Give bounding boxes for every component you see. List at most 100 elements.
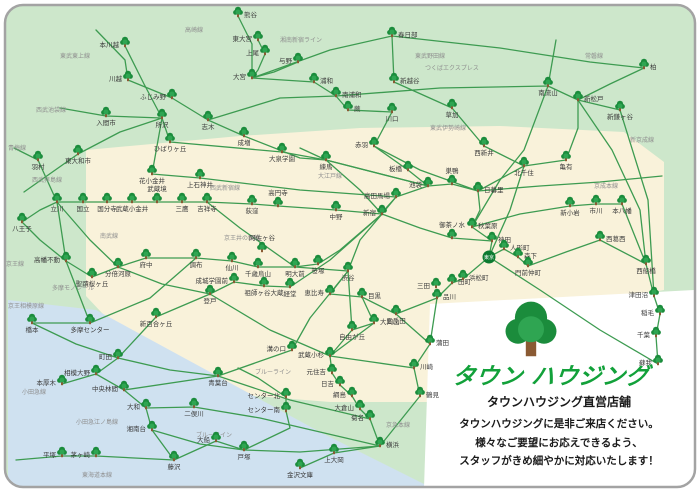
station[interactable]: 目黒 bbox=[357, 287, 382, 300]
station[interactable]: センター北 bbox=[248, 387, 291, 400]
station[interactable]: 東大宮 bbox=[233, 30, 263, 43]
station[interactable]: 元住吉 bbox=[307, 363, 337, 376]
station[interactable]: 池袋 bbox=[409, 176, 433, 189]
station[interactable]: 町田 bbox=[99, 348, 123, 361]
station[interactable]: 上石神井 bbox=[187, 168, 214, 189]
station[interactable]: 中野 bbox=[330, 200, 344, 221]
station[interactable]: 大船 bbox=[197, 431, 221, 444]
station[interactable]: 国立 bbox=[77, 192, 91, 213]
station[interactable]: 武蔵境 bbox=[147, 184, 167, 204]
station[interactable]: 新小岩 bbox=[560, 196, 580, 217]
station[interactable]: 上大岡 bbox=[324, 443, 344, 464]
station[interactable]: 春日部 bbox=[387, 26, 418, 39]
station[interactable]: 三鷹 bbox=[176, 192, 190, 213]
station[interactable]: 南浦和 bbox=[331, 86, 362, 99]
station[interactable]: 品川 bbox=[432, 288, 456, 301]
station[interactable]: 本厚木 bbox=[37, 374, 67, 387]
station[interactable]: 浜松町 bbox=[458, 269, 489, 282]
station[interactable]: 川崎 bbox=[409, 358, 434, 371]
station[interactable]: 草加 bbox=[446, 98, 459, 119]
station[interactable]: 秋葉原 bbox=[467, 217, 498, 230]
station[interactable]: 金沢文庫 bbox=[287, 458, 314, 479]
station[interactable]: 市川 bbox=[590, 194, 603, 215]
station[interactable]: 新越谷 bbox=[389, 72, 420, 85]
station[interactable]: 御茶ノ水 bbox=[439, 220, 466, 240]
station[interactable]: 門前仲町 bbox=[515, 256, 542, 277]
station[interactable]: 羽村 bbox=[32, 150, 46, 171]
station[interactable]: 新松戸 bbox=[573, 90, 604, 103]
station[interactable]: 大和 bbox=[127, 398, 151, 411]
station[interactable]: 三田 bbox=[417, 277, 441, 290]
station[interactable]: 武蔵小金井 bbox=[116, 192, 149, 213]
station[interactable]: 西葛西 bbox=[595, 230, 626, 243]
station[interactable]: 本川越 bbox=[100, 36, 130, 49]
station[interactable]: 武蔵小杉 bbox=[298, 346, 335, 359]
station[interactable]: 登戸 bbox=[204, 284, 218, 305]
station[interactable]: 大倉山 bbox=[335, 399, 365, 412]
station[interactable]: 多摩センター bbox=[71, 313, 110, 334]
station[interactable]: 仙川 bbox=[226, 251, 239, 272]
station[interactable]: 阿佐ヶ谷 bbox=[249, 233, 276, 253]
station[interactable]: 志木 bbox=[202, 110, 216, 131]
station[interactable]: 新鎌ヶ谷 bbox=[607, 100, 634, 121]
station[interactable]: 湘南台 bbox=[127, 420, 157, 433]
station[interactable]: 経堂 bbox=[284, 277, 298, 298]
station[interactable]: 南流山 bbox=[538, 76, 558, 97]
station[interactable]: 津田沼 bbox=[629, 286, 659, 299]
station[interactable]: 蘇我 bbox=[639, 354, 663, 367]
station[interactable]: 橋本 bbox=[26, 313, 40, 334]
station[interactable]: 新宿 bbox=[363, 204, 387, 217]
station[interactable]: 稲毛 bbox=[641, 304, 665, 317]
station[interactable]: 人形町 bbox=[499, 239, 530, 252]
station[interactable]: 調布 bbox=[190, 248, 204, 269]
station[interactable]: 新百合ヶ丘 bbox=[140, 307, 173, 328]
station[interactable]: 鶴見 bbox=[415, 386, 440, 399]
station[interactable]: 吉祥寺 bbox=[197, 192, 217, 213]
station[interactable]: 荻窪 bbox=[246, 194, 260, 215]
station[interactable]: 大宮 bbox=[233, 68, 257, 81]
station[interactable]: 横浜 bbox=[375, 436, 400, 449]
station[interactable]: 相模大野 bbox=[64, 364, 101, 377]
station[interactable]: 川口 bbox=[386, 102, 399, 123]
station[interactable]: 明大前 bbox=[285, 257, 305, 278]
station[interactable]: 高幡不動 bbox=[34, 251, 71, 264]
station[interactable]: ひばりヶ丘 bbox=[154, 132, 187, 153]
station[interactable]: センター南 bbox=[248, 401, 291, 414]
station[interactable]: 溝の口 bbox=[267, 340, 297, 353]
station[interactable]: 笹塚 bbox=[312, 254, 326, 275]
station[interactable]: 花小金井 bbox=[139, 164, 166, 185]
station[interactable]: 東大和市 bbox=[65, 144, 92, 165]
station[interactable]: 茅ヶ崎 bbox=[71, 446, 101, 459]
station[interactable]: 亀有 bbox=[560, 150, 574, 171]
station[interactable]: 大岡山 bbox=[369, 313, 400, 326]
station[interactable]: 五反田 bbox=[386, 304, 406, 325]
station[interactable]: 神田 bbox=[487, 231, 511, 244]
station[interactable]: 日暮里 bbox=[473, 181, 504, 194]
station[interactable]: 西船橋 bbox=[636, 254, 656, 275]
station[interactable]: 高田馬場 bbox=[364, 187, 401, 200]
station[interactable]: 祖師ヶ谷大蔵 bbox=[245, 276, 285, 297]
station[interactable]: 聖蹟桜ヶ丘 bbox=[76, 267, 109, 288]
station[interactable]: 上尾 bbox=[246, 44, 270, 57]
station[interactable]: 本八幡 bbox=[612, 194, 632, 215]
station[interactable]: 蒲田 bbox=[425, 334, 449, 347]
station[interactable]: 巣鴨 bbox=[446, 166, 460, 186]
station[interactable]: 日吉 bbox=[321, 375, 345, 388]
station[interactable]: 千葉 bbox=[637, 326, 661, 339]
station[interactable]: 板橋 bbox=[389, 160, 413, 173]
station[interactable]: 蕨 bbox=[343, 100, 361, 113]
station[interactable]: 川越 bbox=[109, 70, 133, 83]
station[interactable]: 恵比寿 bbox=[305, 284, 335, 297]
station[interactable]: 二俣川 bbox=[184, 397, 204, 418]
station[interactable]: 渋谷 bbox=[342, 261, 356, 282]
station[interactable]: 田町 bbox=[447, 273, 472, 286]
station[interactable]: 中央林間 bbox=[92, 380, 129, 393]
station[interactable]: 平塚 bbox=[43, 446, 67, 459]
station[interactable]: 柏 bbox=[639, 58, 657, 71]
station[interactable]: 千歳烏山 bbox=[245, 257, 271, 278]
station[interactable]: 入間市 bbox=[96, 106, 116, 127]
station[interactable]: 練馬 bbox=[320, 150, 334, 171]
tokyo-hub-circle[interactable] bbox=[482, 250, 496, 264]
station[interactable]: 森下 bbox=[513, 247, 538, 260]
station[interactable]: 府中 bbox=[140, 248, 153, 269]
